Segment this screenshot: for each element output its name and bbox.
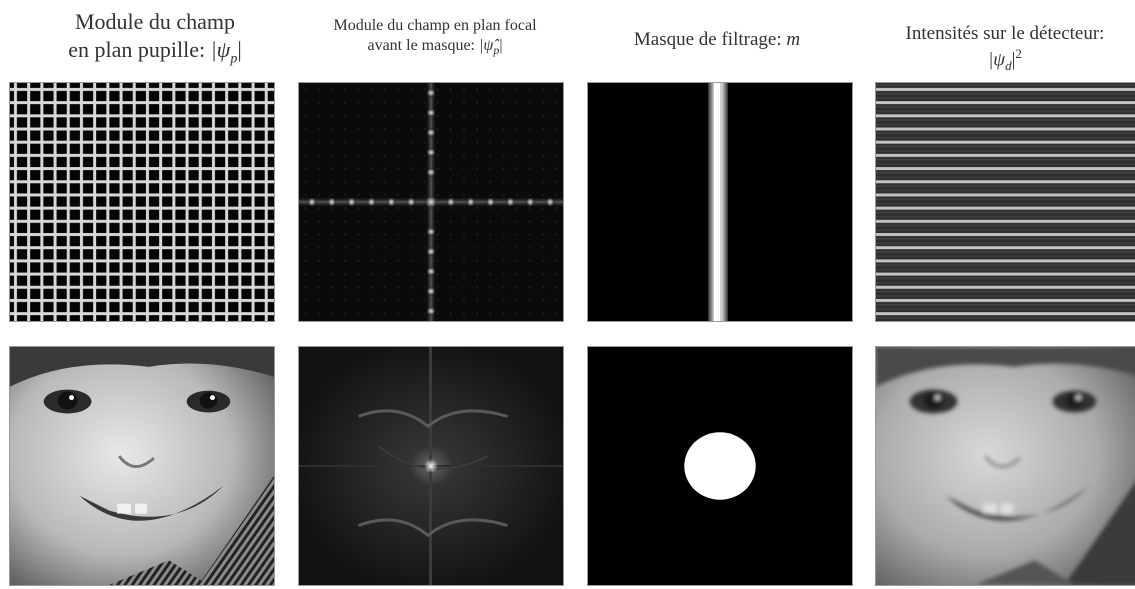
panel-baby-photo-pupil (9, 346, 275, 586)
title-mask-m: m (786, 29, 801, 50)
title-focal-line2: avant le masque: |ψ̂p| (295, 36, 575, 58)
column-title-focal: Module du champ en plan focal avant le m… (295, 16, 575, 58)
title-pupil-sub: p (230, 50, 238, 66)
title-focal-end: | (499, 37, 503, 54)
circular-mask-image (588, 347, 852, 585)
title-detector-line1: Intensités sur le détecteur: (905, 23, 1105, 44)
panel-baby-spectrum-focal (298, 346, 564, 586)
baby-spectrum-image (299, 347, 563, 585)
title-pupil-end: | (237, 36, 242, 62)
baby-photo-image (10, 347, 274, 585)
title-pupil-psi: |ψ (210, 36, 231, 62)
panel-grid-focal-spectrum (298, 82, 564, 322)
panel-circular-lowpass-mask (587, 346, 853, 586)
panel-baby-blurred-detector (875, 346, 1135, 586)
panel-horizontal-lines-detector (875, 82, 1135, 322)
title-detector-end: | (1011, 49, 1016, 71)
title-detector-sup: 2 (1015, 45, 1022, 61)
title-focal-text: avant le masque: (367, 37, 479, 54)
column-title-detector: Intensités sur le détecteur: |ψd|2 (865, 22, 1135, 74)
column-title-pupil: Module du champ en plan pupille: |ψp| (15, 8, 295, 67)
title-pupil-line2: en plan pupille: |ψp| (15, 36, 295, 68)
column-title-mask: Masque de filtrage: m (577, 28, 857, 52)
title-mask-line1: Masque de filtrage: m (577, 28, 857, 52)
title-focal-line1: Module du champ en plan focal (333, 17, 537, 34)
title-detector-psi: |ψ (988, 49, 1006, 71)
grid-spectrum-image (299, 83, 563, 321)
title-focal-sub: p (493, 43, 500, 58)
vertical-slit-image (588, 83, 852, 321)
title-detector-line2: |ψd|2 (865, 46, 1135, 74)
title-focal-psi: |ψ̂ (478, 37, 494, 54)
title-detector-sub: d (1005, 57, 1012, 73)
baby-blurred-image (876, 347, 1135, 585)
panel-grid-pupil (9, 82, 275, 322)
grid-pattern-image (10, 83, 274, 321)
title-mask-text: Masque de filtrage: (633, 29, 787, 50)
title-pupil-line1: Module du champ (74, 9, 236, 34)
horizontal-lines-image (876, 83, 1135, 321)
title-pupil-text: en plan pupille: (68, 36, 211, 62)
panel-vertical-slit-mask (587, 82, 853, 322)
